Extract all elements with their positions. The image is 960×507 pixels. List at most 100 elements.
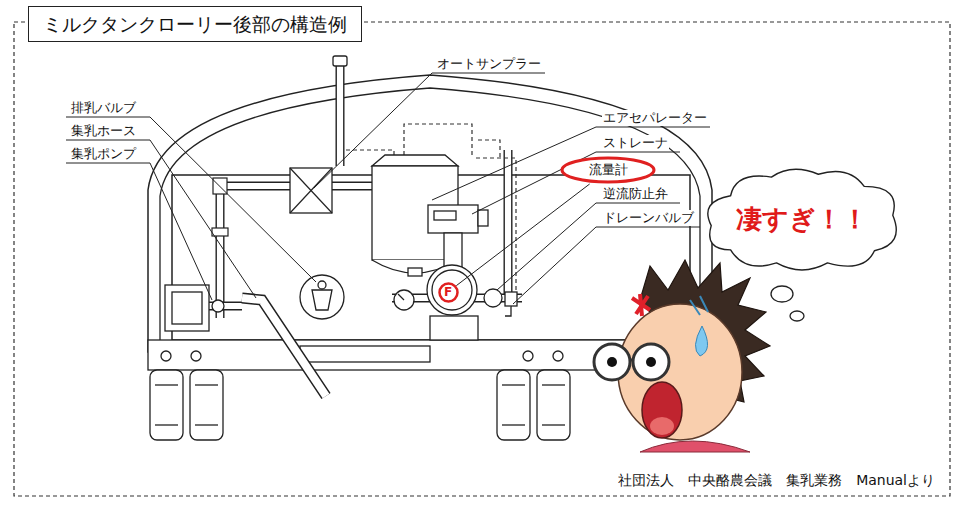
drawing-part: [66, 117, 316, 282]
drawing-part: [523, 351, 533, 361]
discharge-valve: [300, 275, 344, 319]
highlight-ellipse: 流量計: [560, 156, 656, 184]
drawing-part: [633, 344, 669, 380]
red-circle: [439, 283, 457, 301]
drawing-part: [502, 424, 525, 425]
thought-cloud: 凄すぎ！！: [700, 164, 904, 276]
node-text: 凄すぎ！！: [736, 204, 868, 235]
drawing-part: [618, 304, 742, 440]
part-label: オートサンプラー: [436, 56, 542, 72]
drawing-part: [148, 75, 712, 352]
drawing-part: [212, 228, 228, 236]
thought-bubbles: [771, 286, 804, 321]
drawing-part: [695, 326, 707, 356]
drawing-part: [427, 265, 477, 315]
collection-hose: [242, 298, 326, 396]
drawing-part: [66, 163, 212, 300]
gauge: [394, 290, 414, 310]
part-label: 逆流防止弁: [602, 186, 669, 202]
drawing-part: [314, 73, 545, 188]
drawing-part: [646, 357, 656, 367]
drawing-part: [398, 294, 404, 300]
drawing-part: [300, 275, 344, 319]
drawing-part: [336, 66, 345, 166]
drawing-part: [195, 424, 218, 425]
drawing-part: [150, 370, 183, 440]
drawing-part: [191, 351, 201, 361]
drawing-part: [478, 140, 500, 158]
flow-meter-mark: F: [438, 282, 459, 303]
drawing-part: [242, 298, 326, 396]
drawing-part: [642, 382, 682, 438]
drawing-part: [444, 233, 462, 267]
node-text: 流量計: [589, 162, 628, 178]
drawing-part: [478, 210, 488, 226]
drawing-part: [312, 290, 332, 310]
drawing-part: [155, 384, 178, 385]
drawing-part: [690, 296, 708, 315]
strainer: [428, 205, 488, 267]
part-label: 集乳ポンプ: [70, 146, 137, 162]
drawing-part: [155, 424, 178, 425]
drawing-part: [632, 294, 650, 316]
part-label: エアセパレーター: [602, 110, 708, 126]
drawing-part: [430, 316, 478, 340]
drawing-part: [161, 351, 171, 361]
valves: [484, 289, 517, 316]
drawing-part: [607, 357, 617, 367]
leader-lines: [66, 73, 710, 304]
drawing-part: [190, 370, 223, 440]
node-text: F: [444, 285, 452, 299]
drawing-part: [242, 298, 326, 396]
dashed-frame: [14, 22, 950, 496]
drawing-part: [337, 66, 343, 166]
drawing-part: [195, 384, 218, 385]
drawing-part: [504, 150, 513, 296]
drawing-part: [212, 300, 224, 312]
drawing-part: [404, 124, 472, 155]
drawing-part: [650, 417, 674, 435]
drawing-part: [537, 370, 570, 440]
drawing-part: [472, 152, 680, 214]
drawing-part: [290, 168, 332, 213]
drawing-part: [434, 211, 456, 220]
drawing-part: [497, 370, 530, 440]
part-label: ドレーンバルブ: [602, 210, 695, 226]
red-ellipse: [562, 158, 654, 182]
drawing-part: [66, 140, 256, 298]
drawing-part: [408, 268, 422, 276]
drawing-part: [290, 168, 332, 213]
drawing-part: [318, 281, 326, 289]
drawing-part: [505, 150, 511, 296]
drawing-part: [300, 346, 430, 362]
auto-sampler: [290, 168, 332, 213]
drawing-part: [333, 56, 347, 66]
drawing-part: [542, 424, 565, 425]
drawing-part: [505, 306, 511, 316]
flow-meter: [427, 265, 478, 340]
drawing-part: [771, 286, 793, 302]
tank-body: [148, 75, 712, 352]
drawing-part: [428, 205, 478, 233]
part-label: 排乳バルブ: [70, 100, 137, 116]
source-caption: 社団法人 中央酪農会議 集乳業務 Manualより: [618, 471, 935, 489]
leader-connector: [456, 184, 589, 286]
drawing-part: [505, 292, 517, 306]
title-text: ミルクタンクローリー後部の構造例: [28, 6, 362, 42]
drawing-part: [290, 168, 332, 213]
drawing-part: [502, 384, 525, 385]
drawing-part: [432, 270, 472, 310]
dashed-pipes: [346, 124, 516, 290]
part-label: ストレーナ: [602, 135, 669, 151]
wheels: [150, 370, 570, 440]
drawing-part: [553, 351, 563, 361]
drawing-part: [640, 441, 750, 452]
pipes: [208, 56, 522, 318]
drawing-part: [594, 344, 630, 380]
drawing-part: [484, 289, 502, 307]
drawing-part: [542, 384, 565, 385]
drawing-part: [172, 292, 202, 324]
drawing-part: [372, 155, 458, 166]
surprised-person: [594, 260, 770, 452]
